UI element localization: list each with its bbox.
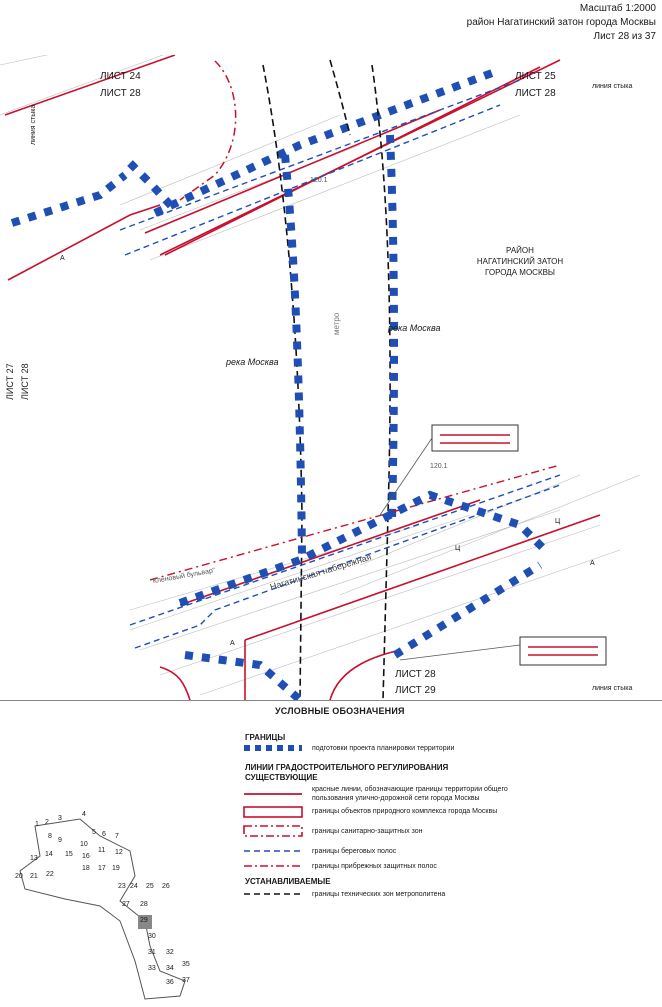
key-map-outline bbox=[19, 818, 186, 1000]
legend-symbol-sanitary-zone bbox=[243, 825, 303, 837]
river-label-left: река Москва bbox=[226, 357, 279, 367]
legend-existing-item-5: границы прибрежных защитных полос bbox=[312, 863, 437, 870]
junction-line-bottom: линия стыка bbox=[592, 685, 633, 692]
sheet-number: Лист 28 из 37 bbox=[593, 31, 656, 42]
metro-zone-lines bbox=[262, 59, 391, 701]
sheet-key-map: 1 2 3 4 5 6 7 8 9 10 11 12 13 14 15 16 1… bbox=[10, 811, 200, 1001]
coast-lines-top bbox=[119, 79, 521, 256]
sheet-label-top-right-2: ЛИСТ 28 bbox=[515, 88, 556, 99]
map-scale: Масштаб 1:2000 bbox=[579, 3, 656, 14]
legend-existing-item-3: границы санитарно-защитных зон bbox=[312, 828, 423, 835]
project-boundary-bottom bbox=[178, 490, 548, 704]
coast-lines-bottom bbox=[129, 474, 561, 649]
junction-line-top-left: линия стыка bbox=[30, 104, 37, 145]
junction-line-top-right: линия стыка bbox=[592, 83, 633, 90]
metro-label: метро bbox=[332, 312, 341, 335]
legend-existing-item-4: границы береговых полос bbox=[312, 848, 397, 855]
legend-established-heading: УСТАНАВЛИВАЕМЫЕ bbox=[245, 877, 331, 886]
legend: УСЛОВНЫЕ ОБОЗНАЧЕНИЯ ГРАНИЦЫ подготовки … bbox=[0, 700, 662, 1007]
project-boundary-top bbox=[10, 66, 502, 227]
sheet-label-top-right-1: ЛИСТ 25 bbox=[515, 71, 556, 82]
legend-symbol-project-boundary bbox=[244, 745, 302, 751]
road-label-3: А bbox=[590, 560, 595, 567]
legend-established-item-1: границы технических зон метрополитена bbox=[312, 891, 446, 898]
sheet-label-bottom-2: ЛИСТ 29 bbox=[395, 685, 436, 696]
red-lines-top bbox=[4, 54, 561, 281]
map-area: ЛИСТ 24 ЛИСТ 28 ЛИСТ 25 ЛИСТ 28 линия ст… bbox=[0, 34, 662, 704]
legend-existing-item-1: красные линии, обозначающие границы терр… bbox=[312, 786, 508, 802]
legend-symbol-nature-complex bbox=[243, 806, 303, 818]
legend-borders-item: подготовки проекта планировки территории bbox=[312, 745, 455, 752]
legend-borders-heading: ГРАНИЦЫ bbox=[245, 733, 286, 742]
road-label-2: Ц bbox=[555, 518, 561, 525]
sanitary-zone-line bbox=[179, 60, 237, 201]
map-inset-box-1 bbox=[431, 424, 519, 452]
legend-symbol-red-line bbox=[244, 793, 302, 795]
riparian-line bbox=[149, 464, 561, 581]
road-label-1: А bbox=[60, 255, 65, 262]
road-label-4: Ц bbox=[455, 545, 461, 552]
map-drawing bbox=[0, 34, 641, 704]
sheet-label-bottom-1: ЛИСТ 28 bbox=[395, 669, 436, 680]
sheet-label-top-left-1: ЛИСТ 24 bbox=[100, 71, 141, 82]
river-label-right: река Москва bbox=[388, 323, 441, 333]
elevation-label-2: 120.1 bbox=[430, 463, 448, 470]
district-label: РАЙОН НАГАТИНСКИЙ ЗАТОН ГОРОДА МОСКВЫ bbox=[476, 246, 564, 277]
red-lines-bottom bbox=[159, 499, 601, 701]
elevation-label-1: 120.1 bbox=[310, 177, 328, 184]
district-title: район Нагатинский затон города Москвы bbox=[466, 17, 656, 28]
map-inset-box-2 bbox=[519, 636, 607, 666]
sheet-label-left-2: ЛИСТ 28 bbox=[20, 363, 30, 400]
legend-symbol-metro-zone bbox=[244, 893, 302, 895]
road-label-5: А bbox=[230, 640, 235, 647]
legend-symbol-coast-strip bbox=[244, 850, 302, 852]
topo-lines bbox=[0, 34, 641, 696]
legend-existing-item-2: границы объектов природного комплекса го… bbox=[312, 808, 498, 815]
project-boundary-river bbox=[281, 134, 399, 556]
legend-title: УСЛОВНЫЕ ОБОЗНАЧЕНИЯ bbox=[275, 706, 405, 716]
sheet-label-top-left-2: ЛИСТ 28 bbox=[100, 88, 141, 99]
sheet-label-left-1: ЛИСТ 27 bbox=[5, 363, 15, 400]
legend-symbol-riparian-strip bbox=[244, 865, 302, 867]
legend-regulation-heading: ЛИНИИ ГРАДОСТРОИТЕЛЬНОГО РЕГУЛИРОВАНИЯ С… bbox=[245, 763, 449, 782]
